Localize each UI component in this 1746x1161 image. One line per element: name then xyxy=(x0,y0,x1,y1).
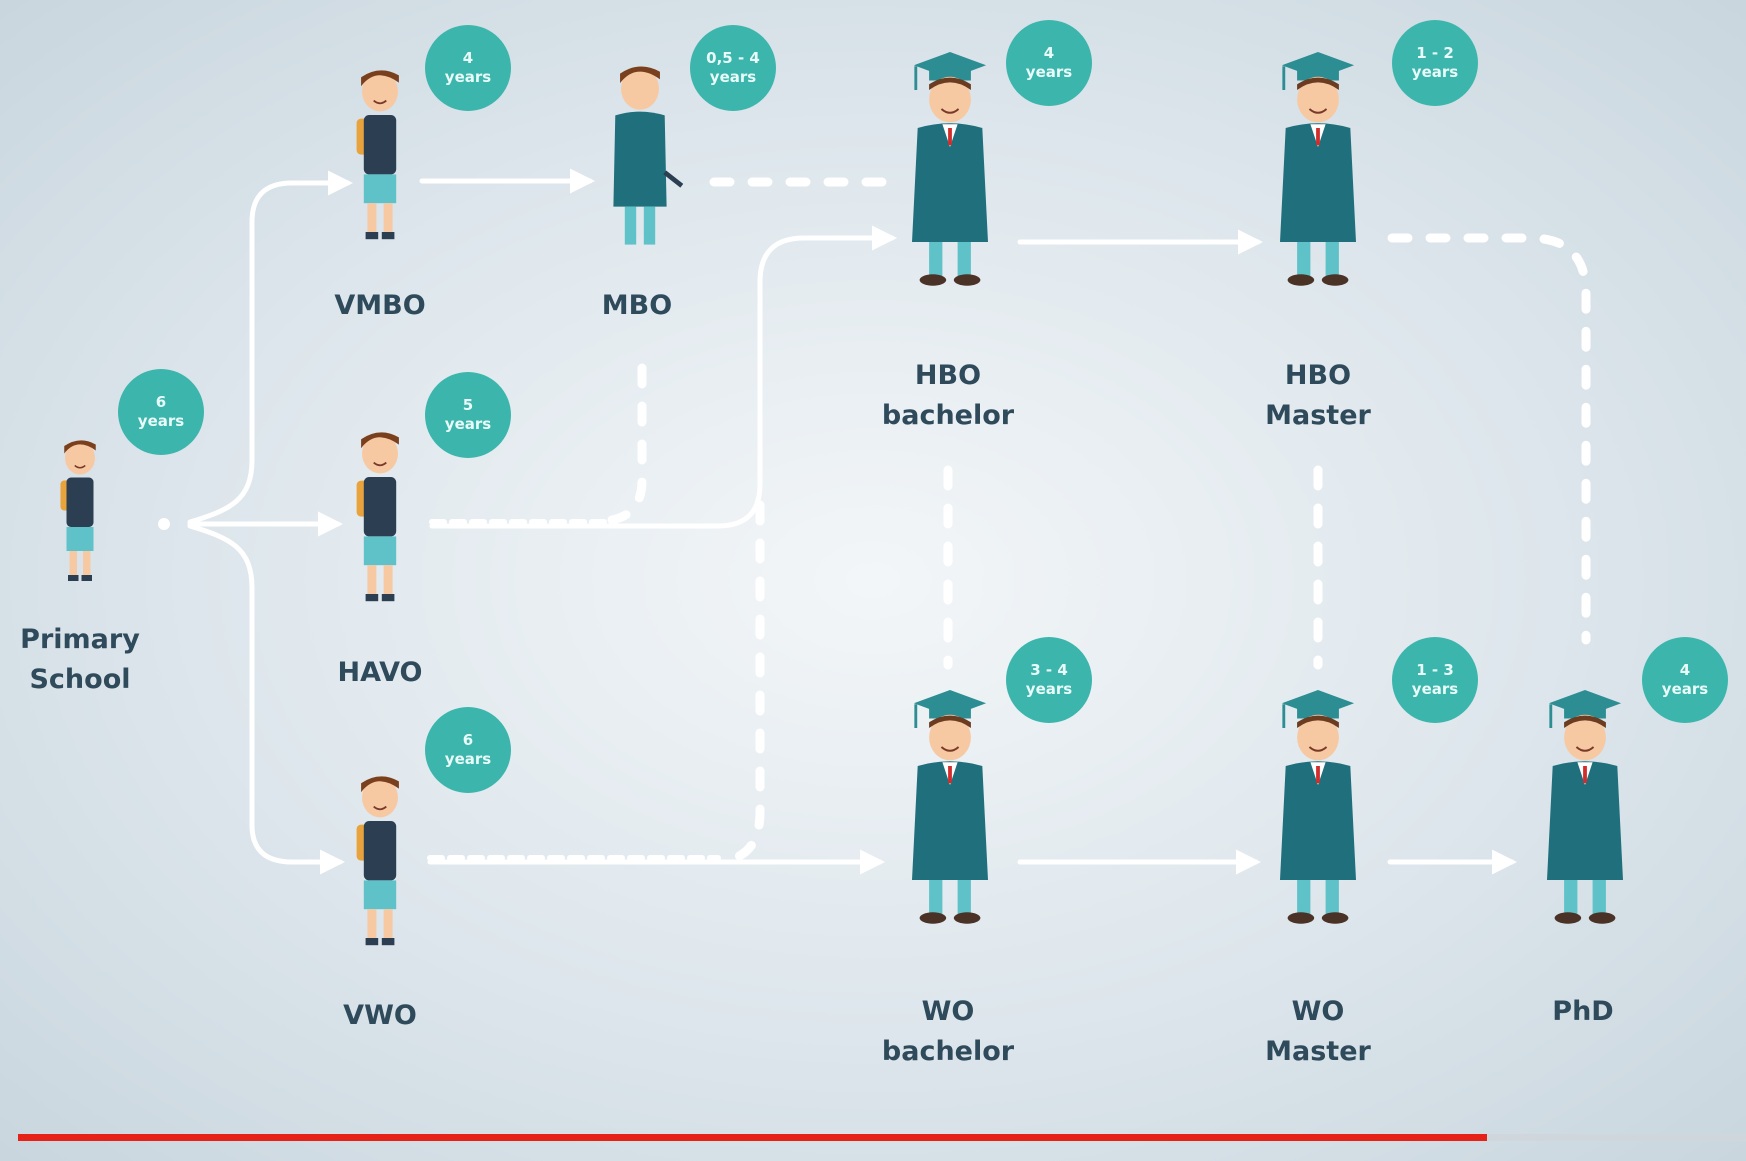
hbo-bachelor-graduate-icon xyxy=(912,52,988,286)
video-progress-fill xyxy=(18,1134,1487,1141)
wo-bachelor-graduate-icon xyxy=(912,690,988,924)
label-vmbo: VMBO xyxy=(334,290,426,321)
connector-mbo-havo xyxy=(607,363,647,525)
label-mbo: MBO xyxy=(601,290,673,321)
phd-graduate-icon xyxy=(1547,690,1623,924)
primary-start-dot xyxy=(158,518,170,530)
label-phd: PhD xyxy=(1552,996,1614,1027)
video-progress-track[interactable] xyxy=(18,1134,1746,1141)
primary-student-icon xyxy=(60,440,96,581)
vwo-student-icon xyxy=(356,776,399,946)
hbo-master-graduate-icon xyxy=(1280,52,1356,286)
connector-hbo-master-phd xyxy=(1387,233,1591,645)
vmbo-student-icon xyxy=(356,70,399,240)
connector-vwo-havo xyxy=(730,500,765,863)
wo-master-graduate-icon xyxy=(1280,690,1356,924)
label-vwo: VWO xyxy=(343,1000,417,1031)
connector-primary-vwo xyxy=(187,523,345,875)
label-havo: HAVO xyxy=(337,657,423,688)
connector-havo-hbo-bachelor xyxy=(429,225,897,529)
havo-student-icon xyxy=(356,432,399,602)
connector-primary-vmbo xyxy=(187,170,353,525)
mbo-worker-icon xyxy=(613,66,684,245)
